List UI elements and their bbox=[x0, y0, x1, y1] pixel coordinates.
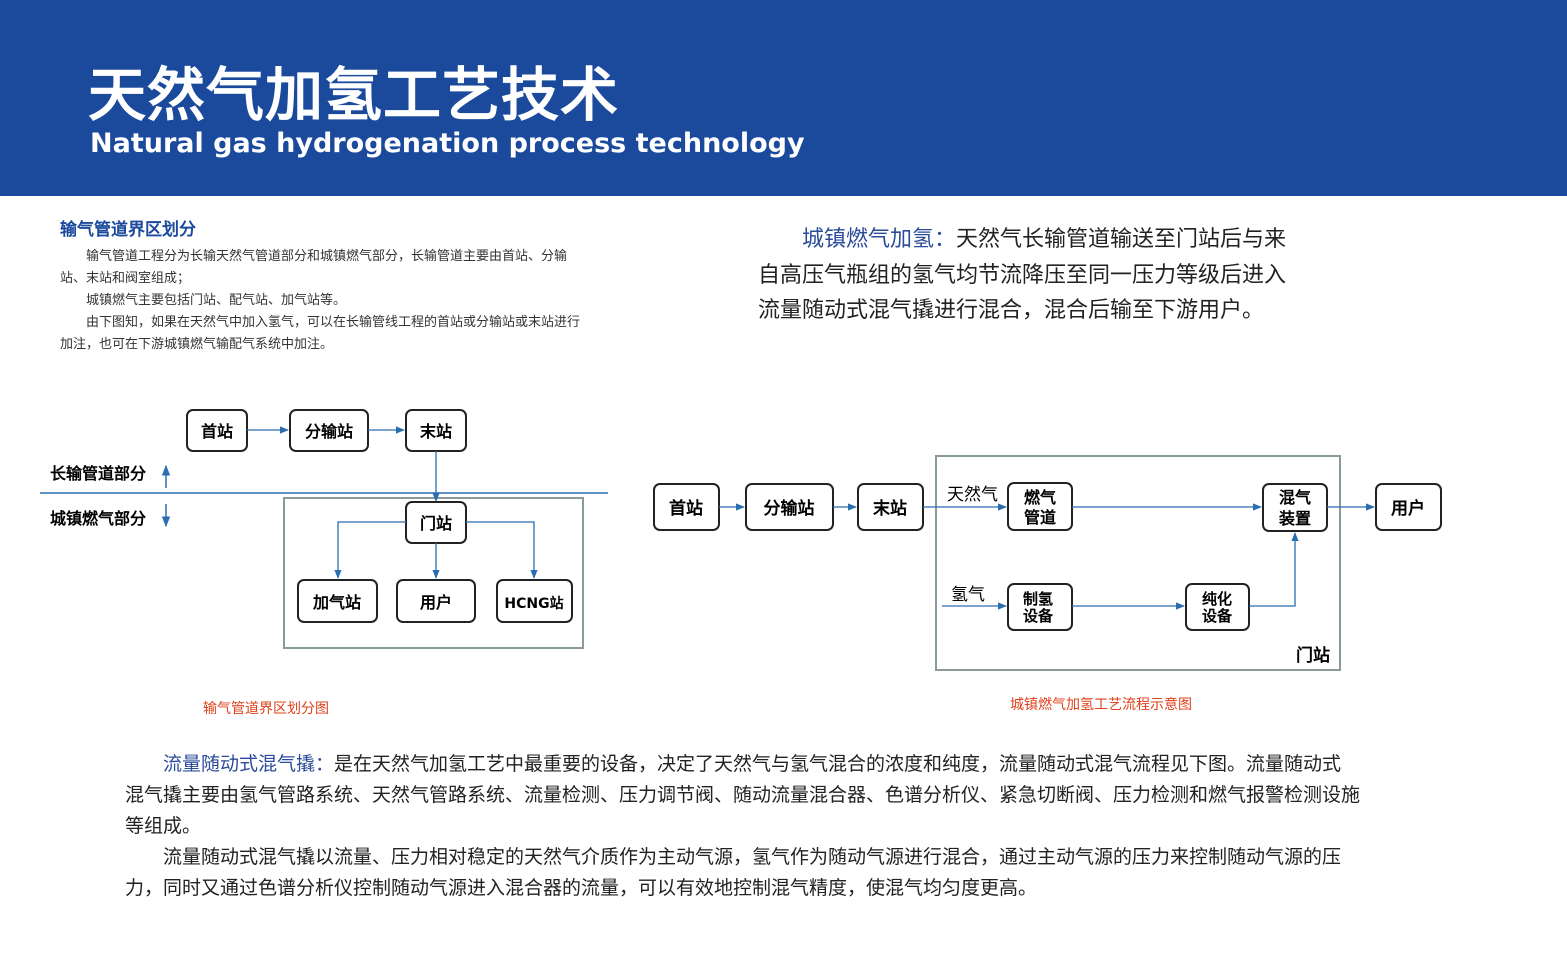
mixing-skid-label: 流量随动式混气撬： bbox=[163, 753, 335, 775]
flow-node-gas-pipeline-label-2: 管道 bbox=[1024, 508, 1056, 527]
pipeline-paragraph-2: 城镇燃气主要包括门站、配气站、加气站等。 bbox=[86, 293, 347, 308]
node-hcng-station bbox=[496, 579, 573, 623]
hydrogen-label: 氢气 bbox=[951, 585, 985, 605]
flow-node-purification bbox=[1185, 583, 1250, 631]
city-gas-hydrogenation-flow-diagram: 门站 首站 分输站 末站 天然气 燃气 管道 混气 装置 用户 氢气 制氢 设备… bbox=[653, 455, 1442, 671]
node-filling-station-label: 加气站 bbox=[312, 593, 361, 612]
mixing-skid-paragraph-1: 流量随动式混气撬：是在天然气加氢工艺中最重要的设备，决定了天然气与氢气混合的浓度… bbox=[125, 749, 1360, 842]
node-hcng-station-label: HCNG站 bbox=[504, 595, 563, 612]
caption-pipeline-diagram: 输气管道界区划分图 bbox=[203, 701, 329, 717]
flow-node-gas-pipeline-label-1: 燃气 bbox=[1024, 488, 1056, 507]
pipeline-paragraph-3: 由下图知，如果在天然气中加入氢气，可以在长输管线工程的首站或分输站或末站进行加注… bbox=[60, 315, 581, 352]
flow-node-first-station-label: 首站 bbox=[669, 498, 703, 519]
node-gate-station-label: 门站 bbox=[420, 514, 452, 533]
node-first-station-label: 首站 bbox=[201, 422, 233, 441]
section-heading-pipeline: 输气管道界区划分 bbox=[60, 220, 196, 240]
gate-station-zone-label: 门站 bbox=[1296, 645, 1330, 666]
city-gas-label: 城镇燃气加氢： bbox=[802, 227, 957, 252]
node-split-station-label: 分输站 bbox=[305, 422, 353, 441]
flow-node-split-station-label: 分输站 bbox=[764, 498, 815, 519]
flow-node-hydrogen-production bbox=[1007, 583, 1073, 631]
gate-station-zone-box bbox=[935, 455, 1341, 671]
caption-flow-diagram: 城镇燃气加氢工艺流程示意图 bbox=[1010, 697, 1192, 713]
mixing-skid-paragraph-2: 流量随动式混气撬以流量、压力相对稳定的天然气介质作为主动气源，氢气作为随动气源进… bbox=[125, 846, 1342, 899]
flow-arrow-purification-to-mixer bbox=[1249, 532, 1299, 607]
flow-node-mixer-label-2: 装置 bbox=[1278, 509, 1311, 528]
flow-node-hydrogen-production-label-1: 制氢 bbox=[1023, 590, 1053, 608]
city-gas-hydrogenation-paragraph: 城镇燃气加氢：天然气长输管道输送至门站后与来自高压气瓶组的氢气均节流降压至同一压… bbox=[758, 222, 1303, 329]
node-filling-station bbox=[297, 579, 378, 623]
natural-gas-label: 天然气 bbox=[947, 485, 998, 505]
long-pipeline-label: 长输管道部分 bbox=[50, 464, 146, 483]
page-title: 天然气加氢工艺技术 bbox=[88, 61, 620, 129]
node-user-label: 用户 bbox=[420, 593, 452, 612]
page-subtitle: Natural gas hydrogenation process techno… bbox=[90, 128, 805, 159]
arrow-gate-to-filling bbox=[334, 521, 406, 579]
flow-node-user-label: 用户 bbox=[1391, 498, 1425, 519]
flow-node-end-station-label: 末站 bbox=[873, 498, 907, 519]
flow-node-purification-label-1: 纯化 bbox=[1202, 590, 1232, 608]
flow-node-user bbox=[1375, 483, 1442, 531]
city-gas-text: 天然气长输管道输送至门站后与来自高压气瓶组的氢气均节流降压至同一压力等级后进入流… bbox=[758, 227, 1287, 323]
pipeline-description: 输气管道工程分为长输天然气管道部分和城镇燃气部分，长输管道主要由首站、分输站、末… bbox=[60, 246, 590, 356]
flow-node-hydrogen-production-label-2: 设备 bbox=[1023, 607, 1054, 625]
mixing-skid-text-1: 是在天然气加氢工艺中最重要的设备，决定了天然气与氢气混合的浓度和纯度，流量随动式… bbox=[125, 753, 1361, 837]
node-end-station-label: 末站 bbox=[420, 422, 452, 441]
pipeline-zone-diagram: 首站 分输站 末站 门站 加气站 用户 HCNG站 长输管道部分 城镇燃气部分 bbox=[40, 409, 608, 649]
flow-node-purification-label-2: 设备 bbox=[1202, 607, 1233, 625]
arrow-gate-to-hcng bbox=[466, 521, 538, 579]
pipeline-paragraph-1: 输气管道工程分为长输天然气管道部分和城镇燃气部分，长输管道主要由首站、分输站、末… bbox=[60, 249, 568, 286]
mixing-skid-description: 流量随动式混气撬：是在天然气加氢工艺中最重要的设备，决定了天然气与氢气混合的浓度… bbox=[125, 749, 1360, 904]
node-user bbox=[396, 579, 476, 623]
city-gas-zone-label: 城镇燃气部分 bbox=[50, 509, 146, 528]
header-banner: 天然气加氢工艺技术 Natural gas hydrogenation proc… bbox=[0, 0, 1567, 196]
flow-node-mixer-label-1: 混气 bbox=[1279, 488, 1311, 507]
